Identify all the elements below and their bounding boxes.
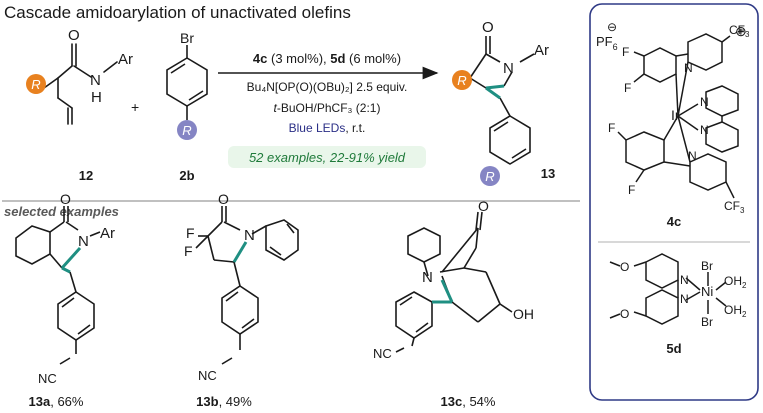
cf3-group: CF3 [724, 199, 745, 215]
iridium-center: Ir [671, 107, 680, 123]
compound-label-13: 13 [541, 166, 555, 181]
bipyridine-nitrogen: N [680, 292, 689, 306]
bromide-ligand: Br [701, 315, 713, 329]
caption-13a: 13a, 66% [29, 394, 84, 409]
new-bond-13b [232, 241, 248, 263]
caption-13c: 13c, 54% [441, 394, 496, 409]
product-nitrogen: N [503, 60, 514, 77]
aryl-13a: Ar [100, 225, 115, 242]
aryl-label: Ar [118, 51, 133, 68]
water-ligand: OH2 [724, 303, 747, 319]
water-ligand: OH2 [724, 274, 747, 290]
compound-label-2b: 2b [179, 168, 194, 183]
r-label: R [485, 169, 494, 184]
oxygen-13a: O [60, 191, 71, 207]
example-13c [395, 211, 513, 353]
compound-label-4c: 4c [667, 214, 681, 229]
fluorine-4c: F [624, 81, 631, 95]
nitrogen-13a: N [78, 233, 89, 250]
minus-charge-icon: ⊖ [607, 20, 617, 34]
new-c-n-bond [485, 84, 505, 90]
methoxy-oxygen: O [620, 260, 629, 274]
bromide-ligand: Br [701, 259, 713, 273]
nickel-complex-5d [609, 253, 727, 325]
pyridine-nitrogen: N [684, 61, 693, 75]
new-c-c-bond [485, 86, 501, 100]
new-bond-13a [61, 266, 71, 274]
solvent: t-BuOH/PhCF₃ (2:1) [274, 101, 381, 115]
product-r-purple [480, 166, 500, 186]
amide-nitrogen: N [90, 72, 101, 89]
examples-heading: selected examples [4, 204, 119, 219]
aryl-bromide-2b [166, 45, 208, 120]
pf6-counterion: PF6 [596, 34, 618, 52]
pyridine-nitrogen: N [688, 149, 697, 163]
example-13b [195, 206, 299, 365]
catalyst-panel [589, 3, 759, 401]
fluorine-13b: F [184, 243, 193, 259]
new-bond-13a [60, 246, 82, 270]
caption-13b: 13b, 49% [196, 394, 252, 409]
compound-label-5d: 5d [666, 341, 681, 356]
plus-sign: + [131, 99, 139, 115]
amide-oxygen: O [68, 27, 80, 44]
substrate-12 [43, 43, 118, 125]
r-label: R [31, 77, 40, 92]
product-13 [469, 36, 535, 165]
scheme-title: Cascade amidoarylation of unactivated ol… [4, 3, 351, 22]
oxygen-13b: O [218, 191, 229, 207]
nitrogen-13c: N [422, 269, 433, 286]
fluorine-4c: F [628, 183, 635, 197]
methoxy-oxygen: O [620, 307, 629, 321]
scope-summary: 52 examples, 22-91% yield [249, 150, 406, 165]
fluorine-4c: F [608, 121, 615, 135]
nitrile-13a: NC [38, 371, 57, 386]
scope-badge [228, 146, 426, 168]
amide-hydrogen: H [91, 89, 102, 106]
bipyridine-nitrogen: N [680, 273, 689, 287]
iridium-complex-4c [617, 33, 739, 199]
product-aryl: Ar [534, 42, 549, 59]
catalyst-loading: 4c (3 mol%), 5d (6 mol%) [253, 51, 401, 66]
r-label: R [457, 73, 466, 88]
new-bond-13c [440, 279, 454, 303]
hydroxyl-13c: OH [513, 306, 534, 322]
nickel-center: Ni [701, 284, 713, 299]
base-reagent: Bu₄N[OP(O)(OBu)₂] 2.5 equiv. [247, 80, 408, 94]
bipyridine-nitrogen: N [700, 95, 709, 109]
r-label: R [182, 123, 191, 138]
bromine-label: Br [180, 30, 194, 46]
r-group-orange [26, 74, 46, 94]
nitrile-13b: NC [198, 368, 217, 383]
nitrile-13c: NC [373, 346, 392, 361]
nitrogen-13b: N [244, 227, 255, 244]
oxygen-13c: O [478, 198, 489, 214]
bipyridine-nitrogen: N [700, 123, 709, 137]
plus-charge-icon: ⊕ [735, 23, 747, 39]
fluorine-13b: F [186, 225, 195, 241]
product-oxygen: O [482, 19, 494, 36]
fluorine-4c: F [622, 45, 629, 59]
r-group-purple [177, 120, 197, 140]
compound-label-12: 12 [79, 168, 93, 183]
example-13a [15, 206, 101, 365]
cf3-group: CF3 [729, 23, 750, 39]
product-r-orange [452, 70, 472, 90]
light-conditions: Blue LEDs, r.t. [289, 121, 366, 135]
